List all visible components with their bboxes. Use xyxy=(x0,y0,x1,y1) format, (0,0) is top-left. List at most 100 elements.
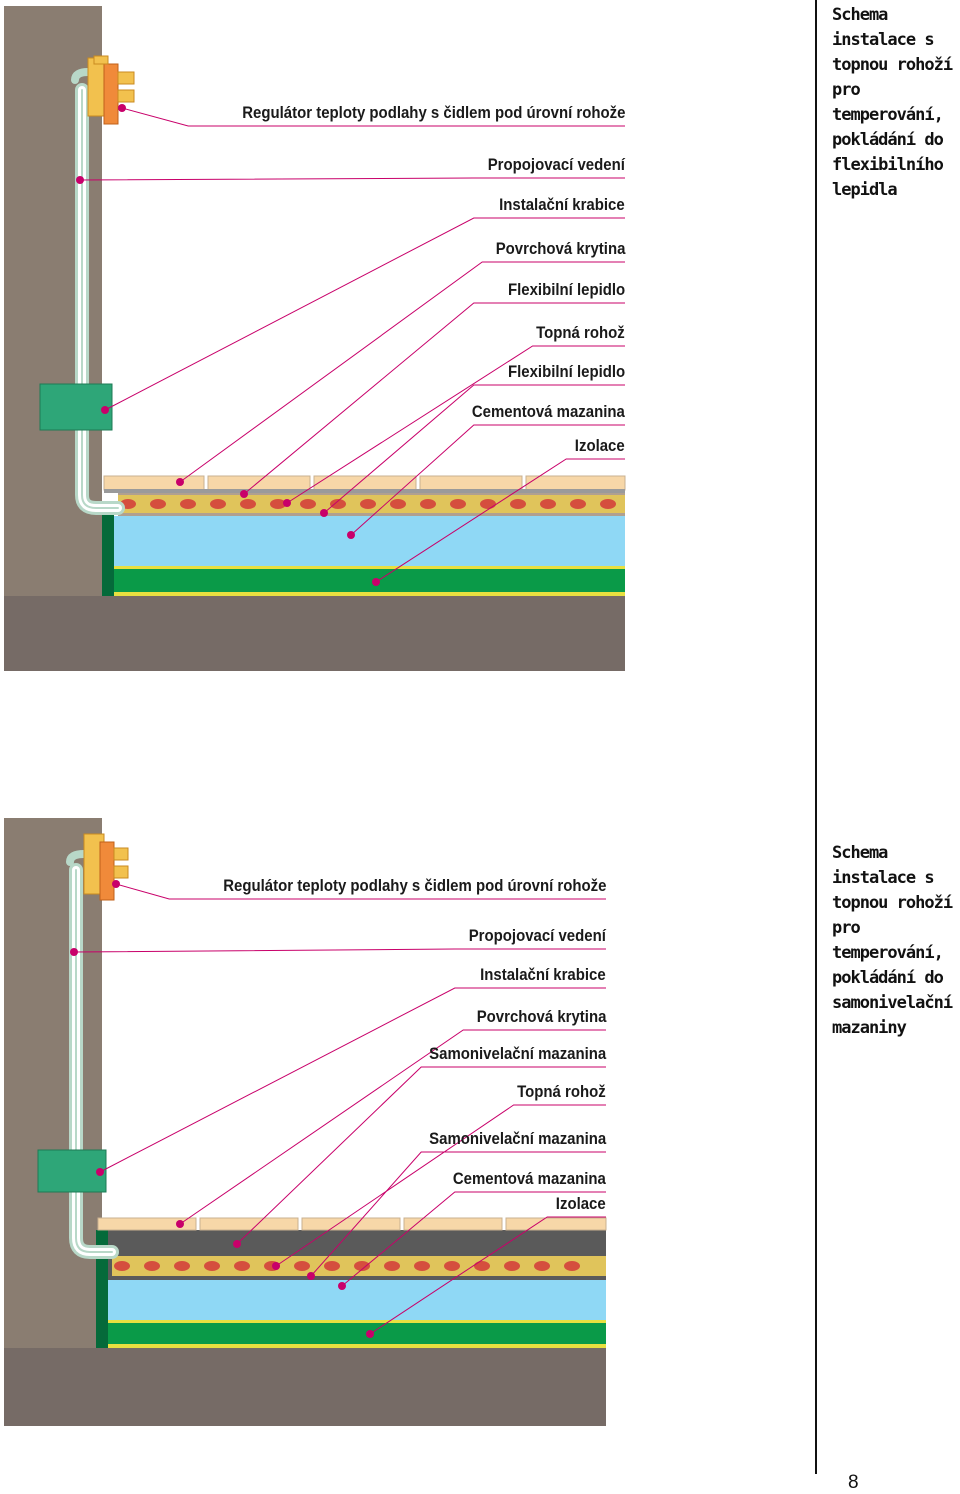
heating-cable-dot xyxy=(324,1261,340,1271)
floor-base xyxy=(4,596,625,671)
page-number: 8 xyxy=(848,1472,859,1493)
leader-line xyxy=(243,302,625,495)
heating-cable-dot xyxy=(600,499,616,509)
wall xyxy=(4,818,102,1348)
heating-cable-dot xyxy=(174,1261,190,1271)
heating-cable-dot xyxy=(300,499,316,509)
heating-mat xyxy=(120,499,616,509)
heating-mat xyxy=(114,1261,580,1271)
leader-line xyxy=(236,1066,606,1245)
leader-line xyxy=(286,345,625,504)
heating-cable-dot xyxy=(414,1261,430,1271)
heating-cable-dot xyxy=(180,499,196,509)
heating-cable-dot xyxy=(150,499,166,509)
leader-line xyxy=(99,987,606,1173)
edge-strip xyxy=(102,508,114,596)
leader-line xyxy=(121,107,625,127)
heating-cable-dot xyxy=(270,499,286,509)
heating-cable-dot xyxy=(540,499,556,509)
leader-lines xyxy=(70,880,606,1338)
edge-strip xyxy=(96,1230,108,1348)
heating-cable-dot xyxy=(330,499,346,509)
diagram-flexible-adhesive: Regulátor teploty podlahy s čidlem pod ú… xyxy=(0,0,660,680)
cross-section-drawing xyxy=(4,818,607,1426)
leader-line xyxy=(350,424,625,536)
leader-endpoint xyxy=(366,1330,374,1338)
heating-cable-dot xyxy=(210,499,226,509)
leader-endpoint xyxy=(338,1282,346,1290)
floor-tiles xyxy=(97,1217,607,1231)
insulation-layer xyxy=(114,516,625,566)
leader-line xyxy=(179,1029,606,1225)
heating-cable-dot xyxy=(510,499,526,509)
heating-cable-dot xyxy=(570,499,586,509)
junction-box xyxy=(37,1149,107,1193)
heating-cable-dot xyxy=(480,499,496,509)
floor-base xyxy=(4,1348,606,1426)
thermostat xyxy=(83,833,129,901)
leader-line xyxy=(323,384,625,514)
leader-endpoint xyxy=(176,478,184,486)
heating-cable-dot xyxy=(240,499,256,509)
green-layer xyxy=(114,566,625,596)
callout-label: Izolace xyxy=(556,1194,606,1213)
heating-cable-dot xyxy=(114,1261,130,1271)
divider-line xyxy=(815,0,817,1474)
heating-cable-dot xyxy=(474,1261,490,1271)
floor-tiles xyxy=(103,475,626,491)
leader-endpoint xyxy=(240,490,248,498)
callout-label: Samonivelační mazanina xyxy=(428,1044,606,1063)
leader-endpoint xyxy=(347,531,355,539)
thermostat xyxy=(87,55,135,125)
callout-label: Topná rohož xyxy=(517,1082,606,1101)
callout-label: Instalační krabice xyxy=(480,965,606,984)
callout-label: Flexibilní lepidlo xyxy=(507,362,625,381)
caption-self-leveling: Schema instalace s topnou rohoží pro tem… xyxy=(832,843,953,1038)
heating-cable-dot xyxy=(564,1261,580,1271)
callout-label: Samonivelační mazanina xyxy=(428,1129,606,1148)
heating-cable-dot xyxy=(354,1261,370,1271)
callout-label: Cementová mazanina xyxy=(472,402,625,421)
callout-label: Povrchová krytina xyxy=(476,1007,606,1026)
green-layer xyxy=(108,1320,606,1348)
cross-section-drawing xyxy=(4,6,626,671)
heating-cable-dot xyxy=(390,499,406,509)
heating-cable-dot xyxy=(504,1261,520,1271)
diagram-self-leveling: Regulátor teploty podlahy s čidlem pod ú… xyxy=(0,810,660,1450)
leader-endpoint xyxy=(101,406,109,414)
leader-line xyxy=(310,1151,606,1277)
leader-line xyxy=(179,261,625,483)
heating-cable-dot xyxy=(420,499,436,509)
conduit xyxy=(66,850,119,1259)
callout-label: Izolace xyxy=(575,436,625,455)
leader-line xyxy=(375,458,625,583)
leader-endpoint xyxy=(272,1262,280,1270)
callout-label: Topná rohož xyxy=(536,323,625,342)
heating-cable-dot xyxy=(444,1261,460,1271)
callout-label: Propojovací vedení xyxy=(468,926,606,945)
callout-label: Regulátor teploty podlahy s čidlem pod ú… xyxy=(241,103,625,122)
callout-label: Cementová mazanina xyxy=(453,1169,606,1188)
heating-cable-dot xyxy=(234,1261,250,1271)
leader-endpoint xyxy=(70,948,78,956)
heating-cable-dot xyxy=(360,499,376,509)
leader-endpoint xyxy=(233,1240,241,1248)
leader-endpoint xyxy=(307,1272,315,1280)
callout-label: Flexibilní lepidlo xyxy=(507,280,625,299)
junction-box xyxy=(39,383,113,431)
leader-line xyxy=(79,177,625,181)
heating-cable-dot xyxy=(384,1261,400,1271)
leader-endpoint xyxy=(176,1220,184,1228)
leader-endpoint xyxy=(372,578,380,586)
leader-line xyxy=(275,1104,606,1267)
leader-lines xyxy=(76,104,625,586)
leader-endpoint xyxy=(76,176,84,184)
leader-endpoint xyxy=(283,499,291,507)
leader-line xyxy=(104,217,625,411)
callout-label: Instalační krabice xyxy=(499,195,625,214)
heating-cable-dot xyxy=(204,1261,220,1271)
insulation-layer xyxy=(108,1280,606,1320)
leader-endpoint xyxy=(118,104,126,112)
heating-cable-dot xyxy=(294,1261,310,1271)
callout-label: Povrchová krytina xyxy=(495,239,625,258)
